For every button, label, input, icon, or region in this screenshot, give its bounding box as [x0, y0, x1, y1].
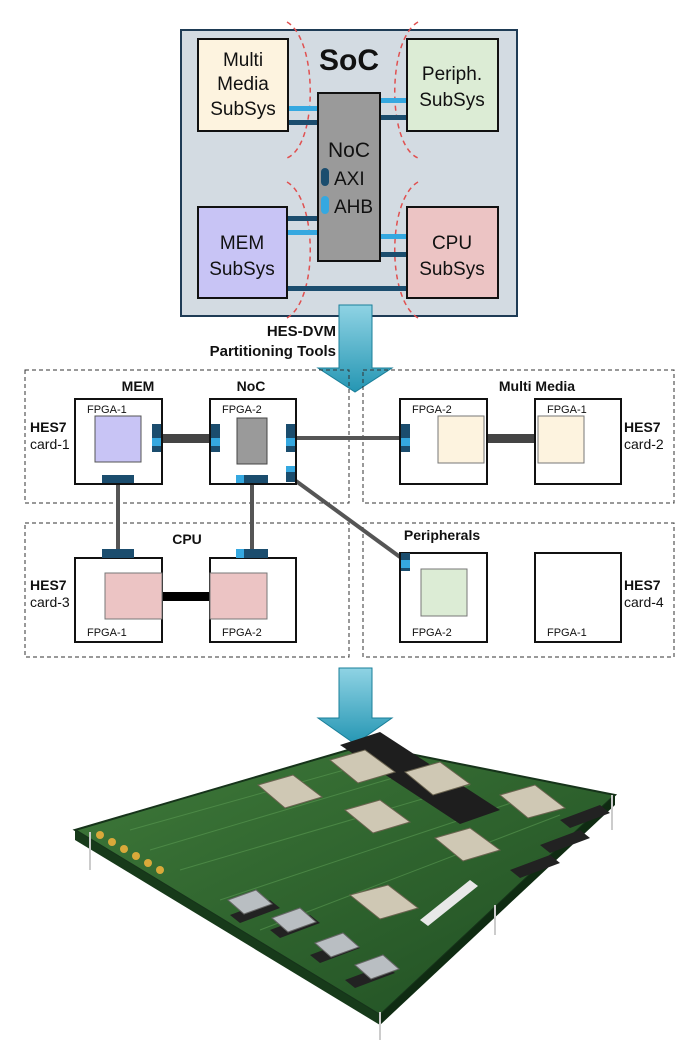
card4-fpga1-label: FPGA-1: [547, 627, 587, 639]
card1-fpga2-label: FPGA-2: [222, 404, 262, 416]
card2-name: card-2: [624, 436, 664, 452]
card1-fpga2: [209, 398, 297, 485]
periph-subsys-box: [406, 38, 499, 132]
peripherals-partition-label: Peripherals: [404, 527, 480, 543]
multimedia-fpga-block-a: [437, 415, 485, 464]
multimedia-fpga-block-b: [537, 415, 585, 464]
soc-buses: [285, 98, 407, 291]
card4-title: HES7: [624, 577, 661, 593]
card3-fpga1-label: FPGA-1: [87, 627, 127, 639]
multimedia-subsys-box: [197, 38, 289, 132]
cpu-line2: SubSys: [419, 259, 484, 280]
multimedia-partition-label: Multi Media: [499, 378, 575, 394]
multimedia-line1: Multi: [223, 50, 263, 71]
card3-name: card-3: [30, 594, 70, 610]
card2-title: HES7: [624, 419, 661, 435]
card1-title: HES7: [30, 419, 67, 435]
axi-legend-swatch: [321, 168, 329, 186]
cpu-subsys-box: [406, 206, 499, 299]
axi-label: AXI: [334, 169, 365, 190]
fpga-links: [116, 434, 535, 601]
mem-partition-label: MEM: [122, 378, 155, 394]
card3-title: HES7: [30, 577, 67, 593]
mem-fpga-block: [94, 415, 142, 463]
cpu-fpga-block-b: [209, 572, 268, 620]
periph-line1: Periph.: [422, 64, 482, 85]
card4-name: card-4: [624, 594, 664, 610]
peripherals-fpga-block: [420, 568, 468, 617]
soc-title: SoC: [319, 44, 379, 77]
soc-noc-label: NoC: [328, 139, 370, 162]
subsystem-boundaries: [286, 21, 419, 319]
card3-fpga2-label: FPGA-2: [222, 627, 262, 639]
tools-line2: Partitioning Tools: [210, 343, 336, 360]
card1-name: card-1: [30, 436, 70, 452]
fpga-chips: [256, 749, 567, 920]
ahb-label: AHB: [334, 197, 373, 218]
ahb-legend-swatch: [321, 196, 329, 214]
cpu-partition-label: CPU: [172, 531, 202, 547]
card2-fpga1-label: FPGA-1: [547, 404, 587, 416]
arrow-down-icon-2: [316, 667, 394, 745]
periph-line2: SubSys: [419, 90, 484, 111]
card4-fpga2-label: FPGA-2: [412, 627, 452, 639]
soc-block: SoC NoC AXI AHB Multi Med: [180, 21, 518, 319]
hes7-board-photo: [72, 732, 618, 1040]
noc-fpga-block: [236, 417, 268, 465]
soc-noc-box: [317, 92, 381, 262]
noc-partition-label: NoC: [237, 378, 266, 394]
partition-diagram: MEM NoC Multi Media CPU Peripherals HES7…: [24, 369, 675, 658]
multimedia-line3: SubSys: [210, 99, 275, 120]
card4-fpga1: [534, 552, 622, 643]
mem-subsys-box: [197, 206, 288, 299]
mem-line2: SubSys: [209, 259, 274, 280]
card1-fpga1-label: FPGA-1: [87, 404, 127, 416]
cpu-line1: CPU: [432, 233, 472, 254]
tools-line1: HES-DVM: [267, 323, 336, 340]
mem-line1: MEM: [220, 233, 264, 254]
multimedia-line2: Media: [217, 74, 269, 95]
card2-fpga2-label: FPGA-2: [412, 404, 452, 416]
cpu-fpga-block-a: [104, 572, 163, 620]
